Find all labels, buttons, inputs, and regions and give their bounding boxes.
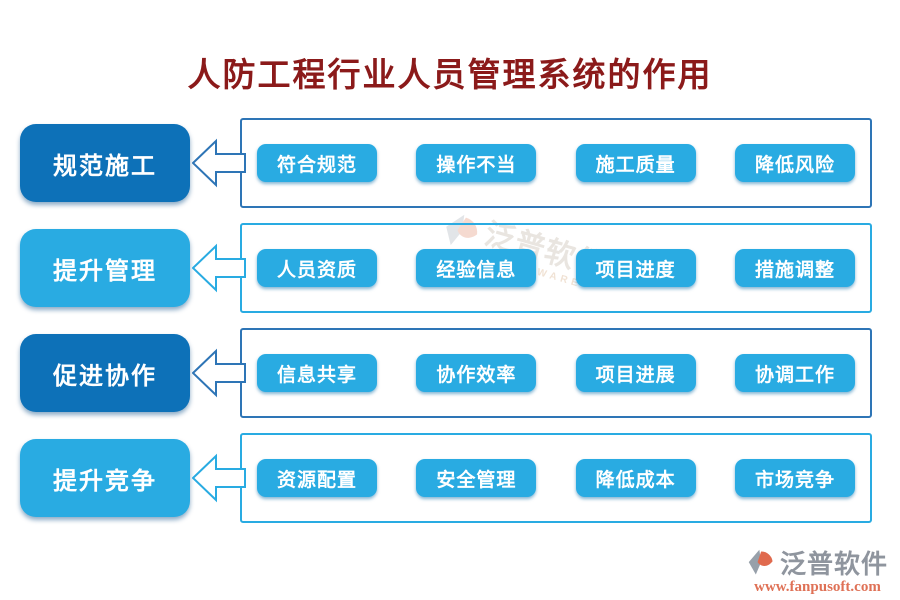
item-chip: 措施调整 — [734, 249, 855, 287]
item-chip: 经验信息 — [416, 249, 537, 287]
item-chip: 协调工作 — [734, 354, 855, 392]
diagram-rows: 规范施工 符合规范 操作不当 施工质量 降低风险 提升管理 人员资质 经验信息 … — [0, 118, 900, 538]
brand-url: www.fanpusoft.com — [754, 579, 881, 595]
item-chip: 信息共享 — [257, 354, 377, 392]
diagram-row: 提升管理 人员资质 经验信息 项目进度 措施调整 — [0, 223, 900, 313]
items-panel: 资源配置 安全管理 降低成本 市场竞争 — [240, 433, 872, 523]
diagram-row: 规范施工 符合规范 操作不当 施工质量 降低风险 — [0, 118, 900, 208]
items-panel: 人员资质 经验信息 项目进度 措施调整 — [240, 223, 872, 313]
items-panel: 信息共享 协作效率 项目进展 协调工作 — [240, 328, 872, 418]
item-chip: 安全管理 — [416, 459, 537, 497]
row-label: 规范施工 — [20, 124, 190, 202]
diagram-title: 人防工程行业人员管理系统的作用 — [187, 58, 713, 94]
diagram-row: 促进协作 信息共享 协作效率 项目进展 协调工作 — [0, 328, 900, 418]
brand-name: 泛普软件 — [779, 549, 888, 579]
row-label: 促进协作 — [20, 334, 190, 412]
item-chip: 降低风险 — [734, 144, 855, 182]
left-arrow-icon — [192, 348, 246, 398]
item-chip: 符合规范 — [257, 144, 377, 182]
left-arrow-icon — [192, 243, 246, 293]
row-label: 提升管理 — [20, 229, 190, 307]
fanpu-logo-icon — [446, 214, 478, 246]
item-chip: 项目进展 — [575, 354, 696, 392]
item-chip: 协作效率 — [416, 354, 537, 392]
item-chip: 操作不当 — [416, 144, 537, 182]
item-chip: 降低成本 — [575, 459, 696, 497]
item-chip: 资源配置 — [257, 459, 377, 497]
left-arrow-icon — [192, 453, 246, 503]
left-arrow-icon — [192, 138, 246, 188]
row-label: 提升竞争 — [20, 439, 190, 517]
brand-footer: 泛普软件 www.fanpusoft.com — [747, 544, 888, 596]
diagram-row: 提升竞争 资源配置 安全管理 降低成本 市场竞争 — [0, 433, 900, 523]
fanpu-logo-icon — [748, 549, 773, 574]
item-chip: 人员资质 — [257, 249, 377, 287]
item-chip: 市场竞争 — [734, 459, 855, 497]
item-chip: 项目进度 — [575, 249, 696, 287]
item-chip: 施工质量 — [575, 144, 696, 182]
watermark: 泛普软件 SOFTWARE — [437, 208, 609, 295]
items-panel: 符合规范 操作不当 施工质量 降低风险 — [240, 118, 872, 208]
